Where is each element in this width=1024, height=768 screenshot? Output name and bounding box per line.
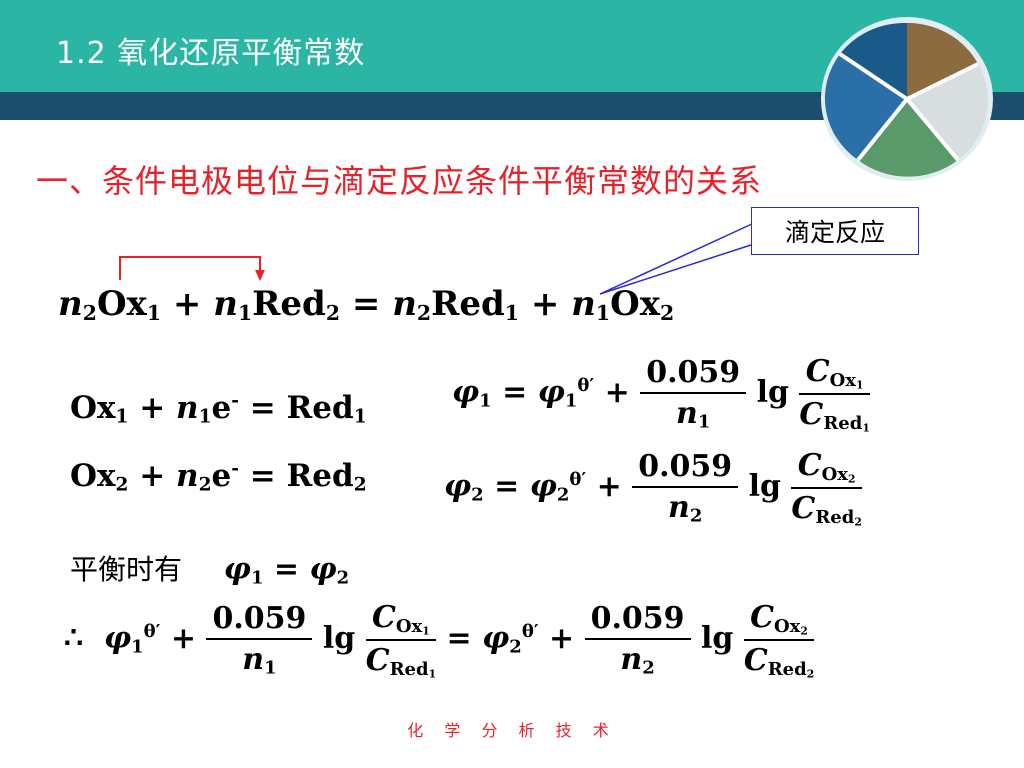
footer-text: 化 学 分 析 技 术 [407, 721, 617, 740]
equilibrium-row: 平衡时有 φ1 = φ2 [70, 552, 350, 589]
half-reaction-1: Ox1 + n1e- = Red1 [70, 390, 367, 428]
equilibrium-label: 平衡时有 [70, 553, 183, 586]
slide-title: 1.2 氧化还原平衡常数 [56, 36, 366, 71]
callout-titration-reaction: 滴定反应 [751, 207, 919, 255]
half-reaction-2: Ox2 + n2e- = Red2 [70, 458, 367, 496]
chemistry-emblem-icon [821, 17, 993, 181]
titration-equation: n2Ox1 + n1Red2 = n2Red1 + n1Ox2 [58, 284, 675, 326]
section-heading: 一、条件电极电位与滴定反应条件平衡常数的关系 [36, 162, 763, 200]
